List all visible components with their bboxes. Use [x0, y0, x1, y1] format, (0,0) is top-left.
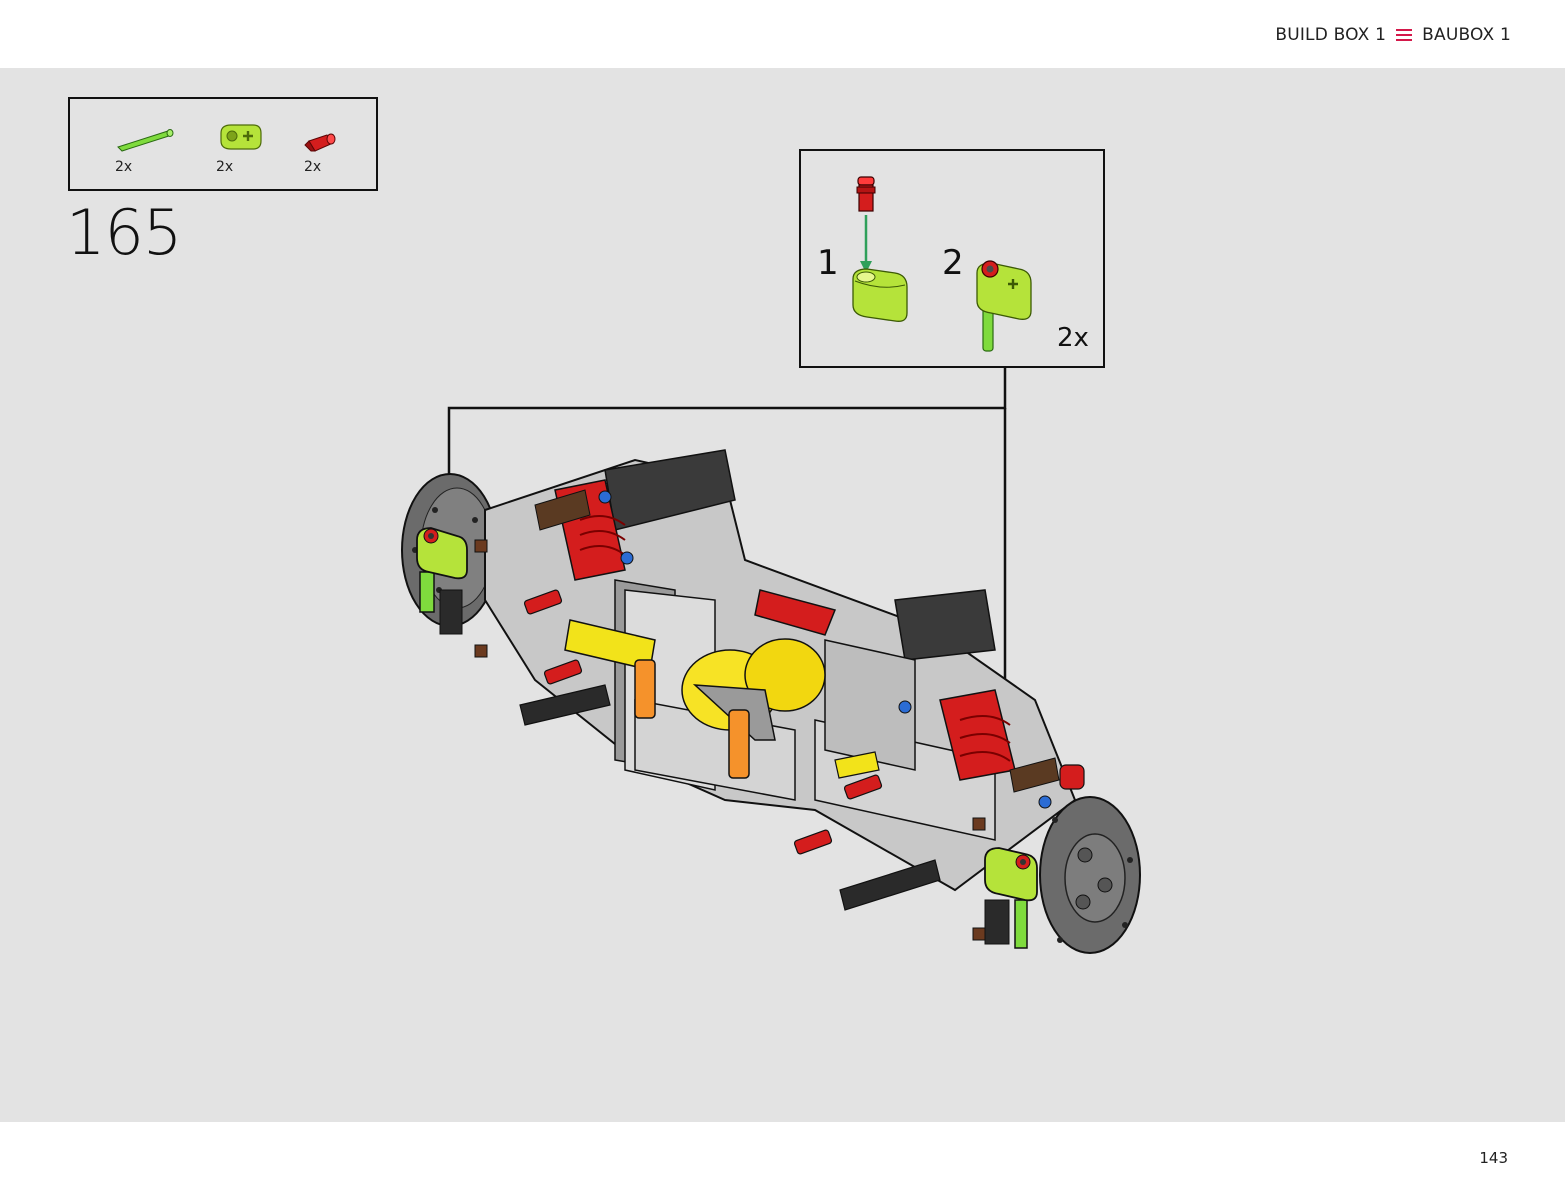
sub-assembly-callout: 1 2 2x: [799, 149, 1105, 368]
sub-step-2: 2: [942, 243, 964, 283]
lime-beam-icon: [220, 124, 262, 150]
red-pin-icon: [304, 133, 336, 152]
page-footer: 143: [0, 1122, 1565, 1191]
orange-pins: [634, 659, 750, 779]
menu-icon: [1396, 29, 1413, 41]
build-box-label: BUILD BOX 1 BAUBOX 1: [1275, 25, 1511, 45]
sub-step-1-drawing: [852, 176, 908, 322]
right-lime-beam: [984, 847, 1038, 949]
sub-step-1: 1: [817, 243, 839, 283]
part-qty-3: 2x: [304, 159, 322, 175]
sub-step-2-drawing: [976, 260, 1032, 352]
lime-axle-pin-icon: [117, 129, 174, 152]
part-qty-1: 2x: [115, 159, 133, 175]
build-box-en: BUILD BOX 1: [1275, 25, 1387, 45]
small-connector-pins: [474, 489, 1060, 941]
chassis-assembly-model: [401, 449, 1141, 954]
build-box-de: BAUBOX 1: [1422, 25, 1511, 45]
right-brake-disc: [1039, 796, 1141, 954]
step-number: 165: [66, 196, 182, 269]
part-qty-2: 2x: [216, 159, 234, 175]
red-shock-absorbers: [554, 479, 1016, 781]
page-number: 143: [1479, 1149, 1508, 1167]
black-axles: [519, 684, 941, 911]
left-lime-beam: [416, 527, 468, 635]
parts-list-box: 2x 2x 2x: [68, 97, 378, 191]
callout-qty: 2x: [1057, 323, 1089, 353]
red-pins: [523, 589, 1085, 855]
page-header: BUILD BOX 1 BAUBOX 1: [0, 0, 1565, 68]
